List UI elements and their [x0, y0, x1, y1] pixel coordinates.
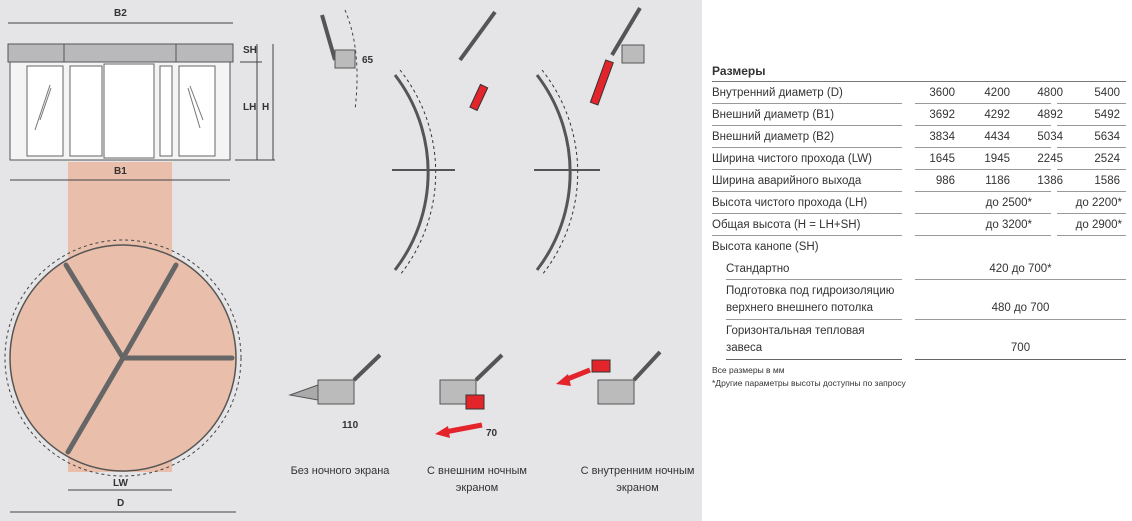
caption-inner-screen: С внутренним ночным экраном	[580, 465, 695, 494]
canopy-header: Высота канопе (SH)	[712, 236, 1126, 258]
table-row: Высота чистого прохода (LH) до 2500* до 22…	[712, 192, 1126, 214]
row-value: 3834	[929, 131, 955, 143]
row-value: 420 до 700*	[915, 258, 1126, 280]
label-b1: B1	[114, 166, 127, 177]
row-label: Ширина чистого прохода (LW)	[712, 148, 902, 170]
label-110: 110	[342, 420, 359, 431]
row-value: 1645	[929, 153, 955, 165]
table-row: Общая высота (H = LH+SH) до 3200* до 2900*	[712, 214, 1126, 236]
row-value: 6000	[1119, 82, 1132, 104]
caption-no-screen: Без ночного экрана	[290, 465, 390, 477]
table-title: Размеры	[712, 64, 1126, 82]
row-value: 3600	[929, 87, 955, 99]
table-row: Внешний диаметр (B2)38344434503456346234	[712, 126, 1126, 148]
label-d: D	[117, 498, 125, 509]
door-diagram: B2 B1 SH LH H 65 110 70 LW D Без ночного…	[0, 0, 702, 521]
table-row: Горизонтальная тепловая завеса 700	[712, 320, 1126, 360]
label-lh: LH	[243, 102, 257, 113]
row-value: 480 до 700	[915, 280, 1126, 320]
table-row: Ширина чистого прохода (LW) 1645 1945 2245 2…	[712, 148, 1126, 170]
row-label: Подготовка под гидроизоляцию верхнего вн…	[726, 280, 902, 320]
row-value: 4434	[984, 131, 1010, 143]
row-value: до 2200*	[1075, 197, 1122, 209]
table-row: Ширина аварийного выхода9861186138615861…	[712, 170, 1126, 192]
table-row: Внутренний диаметр (D)360042004800540060…	[712, 82, 1126, 104]
label-sh: SH	[243, 45, 257, 56]
label-b2: B2	[114, 8, 127, 19]
row-value: 5400	[1094, 87, 1120, 99]
row-value: 1386	[1037, 175, 1063, 187]
row-value: 1586	[1094, 175, 1120, 187]
row-value: 1786	[1119, 170, 1132, 192]
row-label: Внешний диаметр (B2)	[712, 126, 902, 148]
note-units: Все размеры в мм	[712, 365, 785, 375]
caption-outer-screen: С внешним ночным экраном	[427, 465, 527, 494]
row-label: Внутренний диаметр (D)	[712, 82, 902, 104]
row-value: 6092	[1119, 104, 1132, 126]
row-value: 5492	[1094, 109, 1120, 121]
table-row: Подготовка под гидроизоляцию верхнего вн…	[712, 280, 1126, 320]
row-value: 986	[935, 175, 955, 187]
row-value: 4892	[1037, 109, 1063, 121]
row-value: 4292	[984, 109, 1010, 121]
row-label: Ширина аварийного выхода	[712, 170, 902, 192]
table-row: Стандартно 420 до 700*	[712, 258, 1126, 280]
row-value: 5634	[1094, 131, 1120, 143]
row-label: Высота чистого прохода (LH)	[712, 192, 902, 214]
label-70: 70	[486, 428, 498, 439]
row-label: Общая высота (H = LH+SH)	[712, 214, 902, 236]
row-value: 4800	[1037, 87, 1063, 99]
row-value: до 3200*	[985, 219, 1032, 231]
row-value: 4200	[984, 87, 1010, 99]
technical-drawing	[4, 6, 662, 513]
label-h: H	[262, 102, 270, 113]
row-label: Горизонтальная тепловая завеса	[726, 320, 902, 360]
label-lw: LW	[113, 478, 128, 489]
row-value: 2524	[1094, 153, 1120, 165]
row-value: 700	[915, 320, 1126, 360]
label-65: 65	[362, 55, 374, 66]
row-value: до 2500*	[985, 197, 1032, 209]
row-value: 6234	[1119, 126, 1132, 148]
row-value: 3692	[929, 109, 955, 121]
row-label: Внешний диаметр (B1)	[712, 104, 902, 126]
row-value: 2845	[1119, 148, 1132, 170]
row-label: Стандартно	[726, 258, 902, 280]
canopy-label: Высота канопе (SH)	[712, 241, 819, 253]
note-height: *Другие параметры высоты доступны по зап…	[712, 378, 906, 388]
row-value: 5034	[1037, 131, 1063, 143]
row-value: 1186	[985, 175, 1010, 187]
dimensions-table: Размеры Внутренний диаметр (D) 3600 4200 48…	[712, 64, 1126, 390]
row-value: 2245	[1037, 153, 1063, 165]
row-value: 1945	[984, 153, 1010, 165]
row-value: до 2900*	[1075, 219, 1122, 231]
table-row: Внешний диаметр (B1)36924292489254926092	[712, 104, 1126, 126]
